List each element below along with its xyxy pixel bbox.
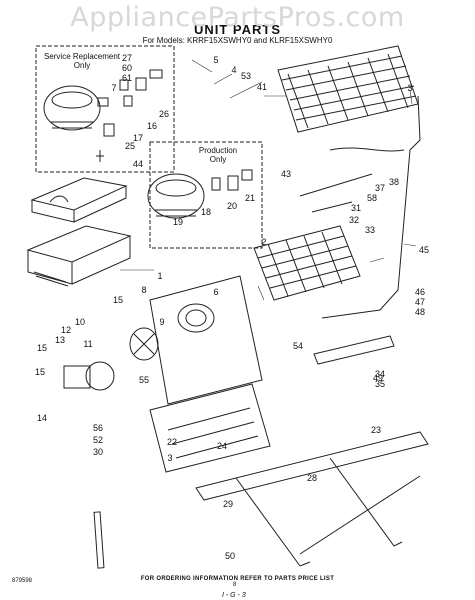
callout-number: 31 xyxy=(350,203,362,213)
insulation-pad xyxy=(26,225,132,287)
callout-number: 21 xyxy=(244,193,256,203)
callout-number: 2 xyxy=(261,237,267,247)
callout-number: 48 xyxy=(414,307,426,317)
callout-number: 52 xyxy=(92,435,104,445)
callout-number: 3 xyxy=(407,83,413,93)
leader-lines xyxy=(120,59,417,301)
page-title: UNIT PARTS xyxy=(193,22,282,37)
callout-number: 25 xyxy=(124,141,136,151)
callout-number: 8 xyxy=(141,285,147,295)
callout-number: 38 xyxy=(388,177,400,187)
page-number: 8 xyxy=(233,582,237,588)
callout-number: 60 xyxy=(121,63,133,73)
callout-number: 45 xyxy=(418,245,430,255)
callout-number: 32 xyxy=(348,215,360,225)
callout-number: 14 xyxy=(36,413,48,423)
condensate-drain-pan xyxy=(30,177,128,223)
callout-number: 49 xyxy=(372,373,384,383)
harness-strip xyxy=(93,511,105,569)
callout-number: 27 xyxy=(121,53,133,63)
callout-number: 4 xyxy=(231,65,237,75)
condenser-coil xyxy=(277,45,419,133)
callout-number: 47 xyxy=(414,297,426,307)
callout-number: 46 xyxy=(414,287,426,297)
fan-blade-and-motor xyxy=(63,327,159,391)
callout-number: 3 xyxy=(167,453,173,463)
callout-number: 41 xyxy=(256,82,268,92)
callout-number: 50 xyxy=(224,551,236,561)
callout-number: 43 xyxy=(280,169,292,179)
callout-number: 26 xyxy=(158,109,170,119)
callout-number: 35 xyxy=(374,379,386,389)
callout-number: 24 xyxy=(216,441,228,451)
callout-number: 34 xyxy=(374,369,386,379)
callout-number: 58 xyxy=(366,193,378,203)
callout-number: 13 xyxy=(54,335,66,345)
callout-number: 5 xyxy=(213,55,219,65)
callout-number: 12 xyxy=(60,325,72,335)
mounting-rails xyxy=(195,431,429,567)
production-box xyxy=(149,141,263,249)
callout-number: 37 xyxy=(374,183,386,193)
base-plate xyxy=(149,383,271,473)
drain-channel xyxy=(313,335,395,365)
callout-number: 22 xyxy=(166,437,178,447)
callout-number: 29 xyxy=(222,499,234,509)
callout-number: 30 xyxy=(92,447,104,457)
sheet-id: I - G - 3 xyxy=(222,592,246,599)
callout-number: 1 xyxy=(157,271,163,281)
callout-number: 10 xyxy=(74,317,86,327)
callout-number: 23 xyxy=(370,425,382,435)
callout-number: 55 xyxy=(138,375,150,385)
ordering-note: FOR ORDERING INFORMATION REFER TO PARTS … xyxy=(140,576,335,582)
refrigerant-tubing xyxy=(299,95,421,319)
model-list: For Models: KRRF15XSWHY0 and KLRF15XSWHY… xyxy=(142,36,333,45)
fan-housing xyxy=(149,275,263,405)
callout-number: 28 xyxy=(306,473,318,483)
callout-number: 16 xyxy=(146,121,158,131)
callout-number: 15 xyxy=(34,367,46,377)
callout-number: 53 xyxy=(240,71,252,81)
callout-number: 33 xyxy=(364,225,376,235)
production-compressor xyxy=(147,169,253,219)
service-compressor xyxy=(43,85,109,131)
service-small-parts xyxy=(96,69,163,162)
callout-number: 56 xyxy=(92,423,104,433)
callout-number: 15 xyxy=(36,343,48,353)
callout-number: 9 xyxy=(159,317,165,327)
service-replacement-box xyxy=(35,45,175,173)
callout-number: 17 xyxy=(132,133,144,143)
callout-number: 11 xyxy=(83,339,93,349)
callout-number: 6 xyxy=(213,287,219,297)
callout-number: 19 xyxy=(172,217,184,227)
callout-number: 15 xyxy=(112,295,124,305)
callout-number: 7 xyxy=(111,83,117,93)
callout-number: 18 xyxy=(200,207,212,217)
evaporator-coil xyxy=(253,225,361,301)
document-code: 879598 xyxy=(12,578,33,584)
callout-number: 61 xyxy=(121,73,133,83)
callout-number: 44 xyxy=(132,159,144,169)
callout-number: 20 xyxy=(226,201,238,211)
callout-number: 54 xyxy=(292,341,304,351)
